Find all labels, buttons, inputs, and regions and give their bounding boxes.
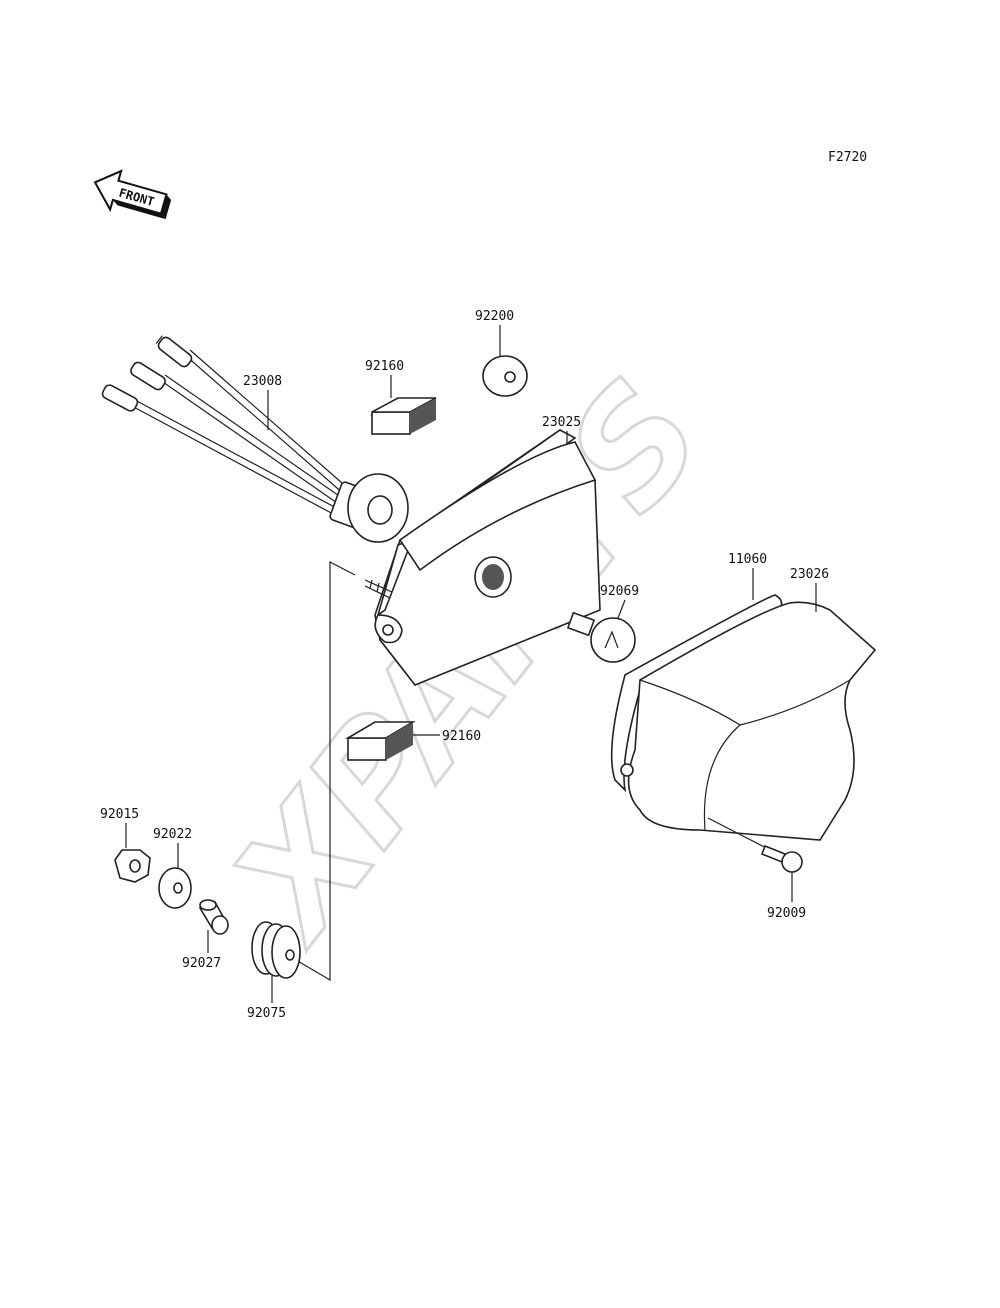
part-number-92075: 92075 <box>247 1006 286 1021</box>
damper-92075 <box>251 921 301 979</box>
part-number-92015: 92015 <box>100 807 139 822</box>
part-number-11060: 11060 <box>728 552 767 567</box>
part-number-92027: 92027 <box>182 956 221 971</box>
leader-92069 <box>617 599 626 619</box>
part-number-92160-bottom: 92160 <box>442 729 481 744</box>
part-number-92200: 92200 <box>475 309 514 324</box>
collar-92027 <box>198 899 229 935</box>
part-number-92022: 92022 <box>153 827 192 842</box>
bulb-92069 <box>566 611 636 663</box>
pad-92160-top <box>370 397 437 435</box>
nut-92015 <box>114 849 151 883</box>
figure-code: F2720 <box>828 150 867 165</box>
pad-92160-bottom <box>345 721 416 761</box>
part-number-92069: 92069 <box>600 584 639 599</box>
part-number-23008: 23008 <box>243 374 282 389</box>
grommet-92200 <box>482 355 528 397</box>
lens-23026 <box>620 601 877 841</box>
part-number-23025: 23025 <box>542 415 581 430</box>
stud-bolt <box>364 579 393 599</box>
front-arrow-icon: FRONT <box>93 169 172 220</box>
part-number-23026: 23026 <box>790 567 829 582</box>
assembly-line-stud <box>295 561 356 982</box>
socket-harness-23008 <box>101 335 409 543</box>
part-number-92160-top: 92160 <box>365 359 404 374</box>
washer-92022 <box>158 867 192 909</box>
part-number-92009: 92009 <box>767 906 806 921</box>
lamp-base-23025 <box>374 428 601 686</box>
screw-92009 <box>707 817 803 873</box>
